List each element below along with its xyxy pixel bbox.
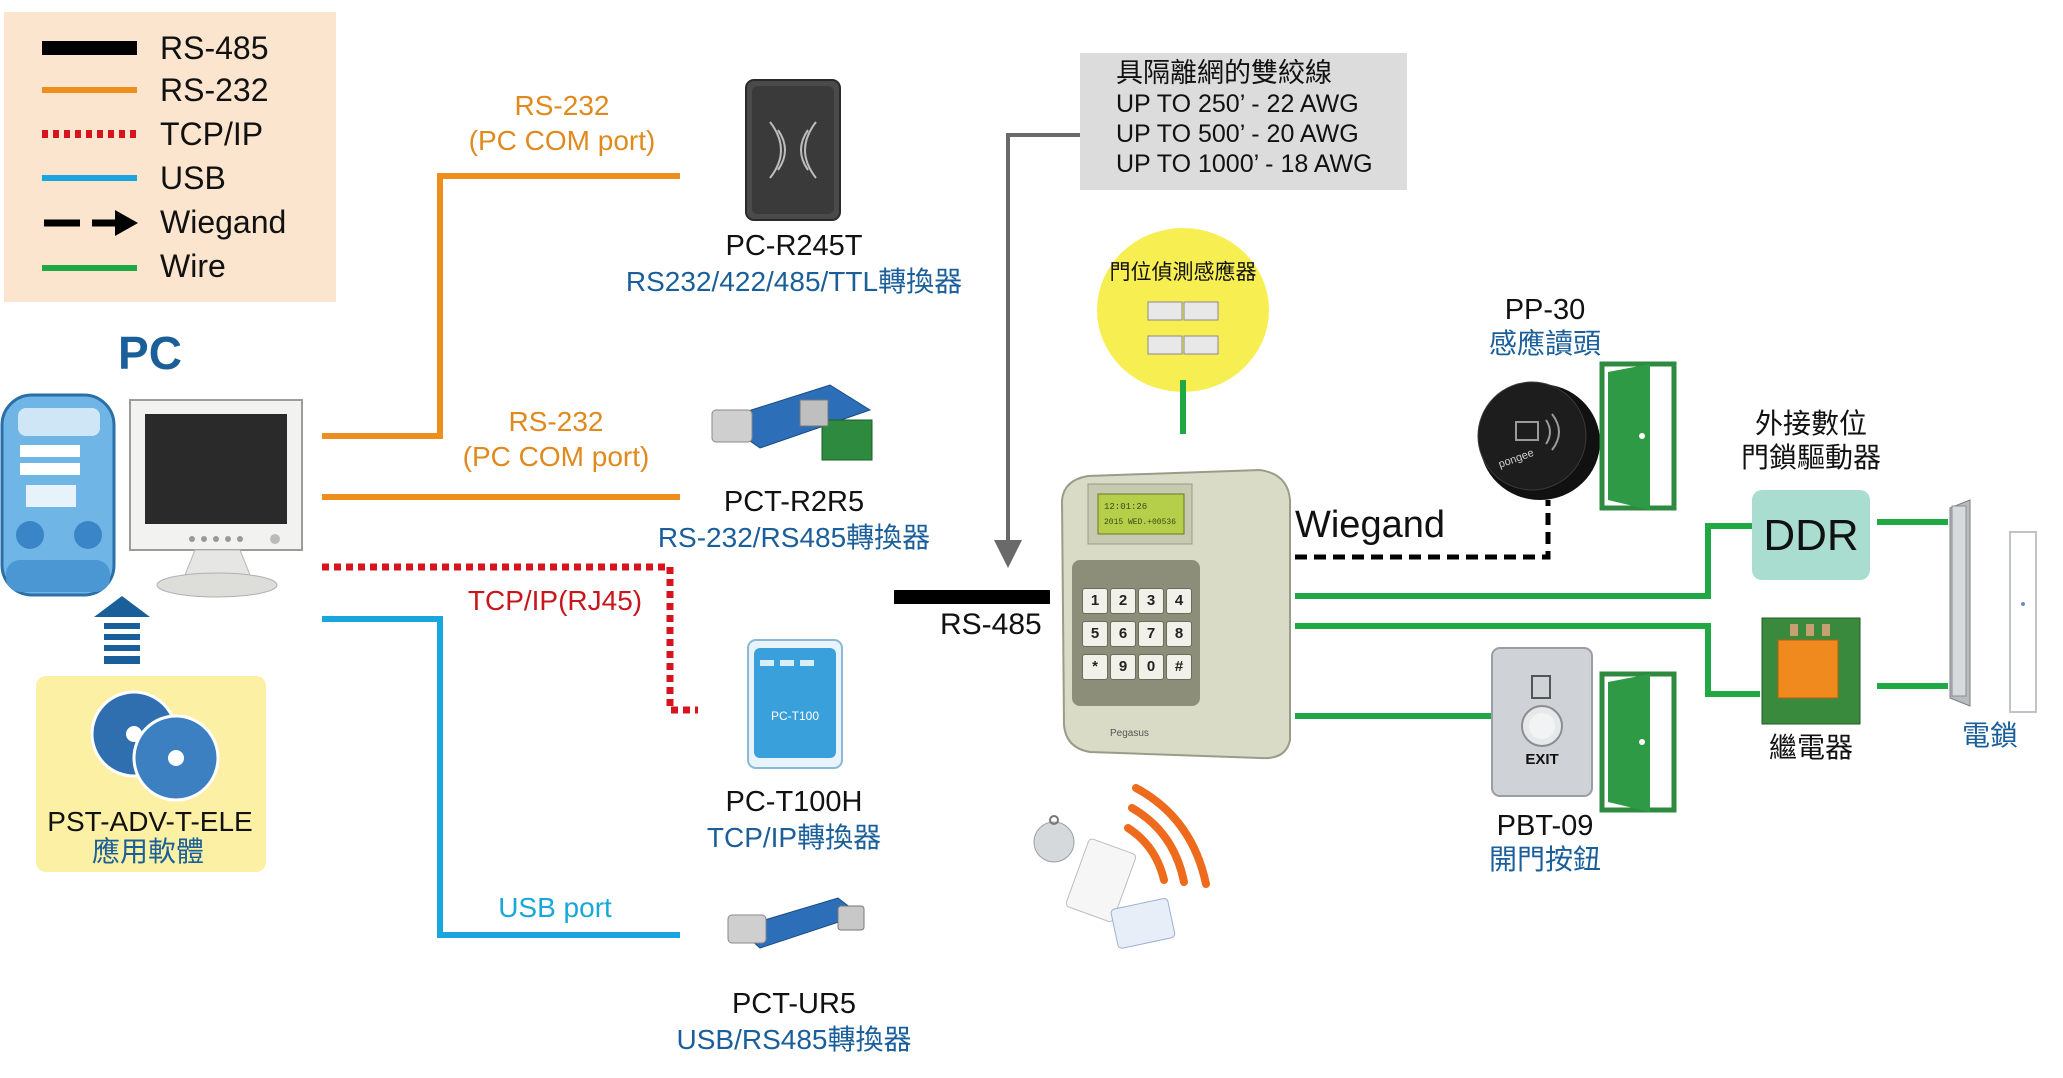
converter-1-desc: RS232/422/485/TTL轉換器 [625, 266, 963, 297]
keypad-key[interactable]: 8 [1166, 621, 1192, 647]
electric-lock-icon [1949, 499, 2037, 713]
lcd-line-1: 12:01:26 [1104, 502, 1147, 512]
converter-tcp-brand-label: PC-T100 [771, 709, 819, 723]
cable-note-line-1: UP TO 250’ - 22 AWG [1116, 90, 1359, 118]
door-sensor-bubble [1097, 228, 1269, 392]
exit-button-desc: 開門按鈕 [1488, 844, 1602, 875]
relay-icon [1761, 617, 1861, 725]
rs232-top-label-1: RS-232 [514, 90, 610, 121]
converter-4-model: PCT-UR5 [731, 988, 857, 1020]
keypad-key[interactable]: 4 [1166, 588, 1192, 614]
cable-note-line-3: UP TO 1000’ - 18 AWG [1116, 150, 1373, 178]
pc-title: PC [118, 327, 182, 379]
exit-button-icon [1491, 647, 1593, 797]
ddr-box [1752, 490, 1870, 580]
keypad-key[interactable]: 5 [1082, 621, 1108, 647]
reader-pp30-icon: pongee [1477, 381, 1600, 500]
keypad-key[interactable]: * [1082, 654, 1108, 680]
exit-plate-label: EXIT [1525, 751, 1559, 768]
software-desc: 應用軟體 [91, 836, 205, 867]
keypad-key[interactable]: 9 [1110, 654, 1136, 680]
line-rs232-top [322, 173, 680, 439]
legend-label-tcpip: TCP/IP [160, 116, 264, 152]
line-wiegand [1295, 500, 1551, 560]
keypad-key[interactable]: 6 [1110, 621, 1136, 647]
rs485-label: RS-485 [940, 608, 1042, 641]
converter-3-desc: TCP/IP轉換器 [706, 822, 882, 853]
cable-note-arrowhead-icon [994, 540, 1022, 568]
door-sensor-icon [1147, 301, 1219, 355]
cable-note-arrow [1006, 133, 1080, 556]
converter-pc-t100h-icon: PC-T100 [747, 639, 843, 769]
legend-panel [4, 12, 336, 302]
converter-2-model: PCT-R2R5 [723, 486, 865, 518]
exit-button-model: PBT-09 [1496, 810, 1594, 842]
wiegand-label: Wiegand [1295, 504, 1445, 546]
cable-note-title: 具隔離網的雙絞線 [1116, 58, 1332, 88]
legend-label-usb: USB [160, 160, 226, 196]
controller-brand-label: Pegasus [1110, 728, 1149, 739]
ddr-desc-1: 外接數位 [1754, 408, 1868, 439]
line-usb [322, 616, 680, 938]
software-name: PST-ADV-T-ELE [47, 806, 253, 837]
converter-pct-ur5-icon [727, 897, 865, 949]
rs232-mid-label-1: RS-232 [508, 406, 604, 437]
converter-4-desc: USB/RS485轉換器 [676, 1024, 912, 1055]
lcd-line-2: 2015 WED.+00536 [1104, 518, 1176, 527]
converter-pc-r245t-icon [745, 79, 841, 221]
pc-tower-icon [0, 393, 116, 597]
reader-model: PP-30 [1504, 294, 1586, 326]
line-wire-relay [1295, 623, 1760, 697]
lock-label: 電鎖 [1961, 720, 2019, 751]
cable-note-line-2: UP TO 500’ - 20 AWG [1116, 120, 1359, 148]
converter-pct-r2r5-icon [711, 384, 873, 461]
cable-note-box [1080, 53, 1407, 190]
relay-label: 繼電器 [1768, 732, 1854, 763]
ddr-desc-2: 門鎖驅動器 [1740, 442, 1882, 473]
usb-label: USB port [498, 892, 612, 923]
door-reader-icon [1599, 361, 1677, 511]
legend-label-wire: Wire [160, 248, 226, 284]
software-cd-icon [90, 690, 220, 802]
converter-1-model: PC-R245T [725, 230, 863, 262]
upload-arrow-icon [94, 596, 150, 664]
rs232-mid-label-2: (PC COM port) [462, 441, 650, 472]
legend-label-wiegand: Wiegand [160, 204, 287, 240]
keypad-key[interactable]: 7 [1138, 621, 1164, 647]
keypad-key[interactable]: 1 [1082, 588, 1108, 614]
legend-label-rs232: RS-232 [160, 72, 269, 108]
rs232-top-label-2: (PC COM port) [468, 125, 656, 156]
keypad-key[interactable]: 2 [1110, 588, 1136, 614]
pc-monitor-icon [129, 399, 303, 598]
legend-swatch-wiegand [44, 210, 138, 236]
keypad-key[interactable]: # [1166, 654, 1192, 680]
converter-3-model: PC-T100H [725, 786, 863, 818]
line-tcpip [322, 563, 698, 714]
keypad-key[interactable]: 3 [1138, 588, 1164, 614]
door-exit-icon [1599, 671, 1677, 813]
keypad-key[interactable]: 0 [1138, 654, 1164, 680]
legend-label-rs485: RS-485 [160, 30, 269, 66]
converter-2-desc: RS-232/RS485轉換器 [657, 522, 931, 553]
tcpip-label: TCP/IP(RJ45) [467, 585, 643, 616]
line-wire-ddr [1295, 523, 1760, 599]
door-sensor-label: 門位偵測感應器 [1109, 261, 1257, 284]
reader-desc: 感應讀頭 [1488, 328, 1602, 359]
rfid-cards-icon [1033, 784, 1210, 949]
ddr-box-label: DDR [1763, 511, 1859, 560]
